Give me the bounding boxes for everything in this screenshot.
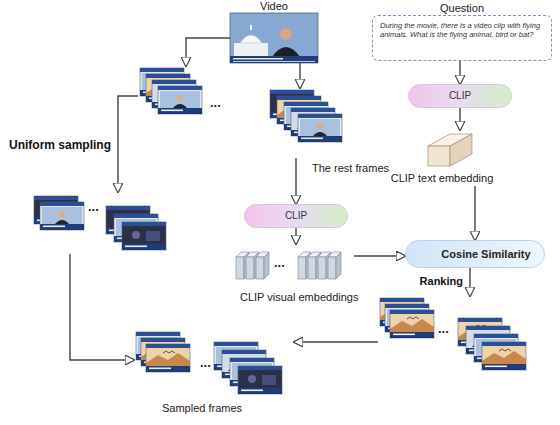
node-text: CLIP visual embeddings: [240, 291, 358, 304]
flow-arrow: [354, 255, 405, 256]
flow-arrow: [294, 341, 378, 342]
clip-encoder: CLIP: [408, 84, 512, 108]
edge-label: Ranking: [419, 275, 464, 288]
node-text: ...: [200, 356, 211, 369]
node-text: Sampled frames: [162, 402, 242, 415]
frame-stack: ...: [378, 296, 536, 374]
frame-stack: The rest frames: [266, 88, 362, 158]
flow-arrow: [295, 158, 296, 204]
video-frame: Video: [230, 13, 318, 63]
node-text: Video: [230, 0, 318, 12]
embedding-set: ...CLIP visual embeddings: [232, 244, 354, 288]
node-text: ...: [88, 200, 99, 213]
flow-arrow: [118, 96, 138, 192]
node-text: CLIP: [449, 90, 471, 102]
node-text: Cosine Similarity: [441, 248, 530, 261]
text-embedding: CLIP text embedding: [380, 130, 504, 186]
question-box: QuestionDuring the movie, there is a vid…: [372, 15, 552, 61]
node-text: ...: [274, 256, 285, 269]
flow-arrow: [186, 38, 230, 66]
frame-pile: [140, 68, 202, 114]
embedding-bars: [236, 252, 341, 279]
flow-arrow: [299, 63, 300, 88]
flow-arrow: [469, 268, 470, 296]
node-text: CLIP: [285, 210, 307, 222]
frame-stack: ...: [138, 66, 234, 128]
flow-arrow: [295, 228, 296, 244]
flow-arrow: [459, 61, 460, 84]
frame-pile: [270, 90, 342, 142]
flow-arrow: [474, 186, 475, 240]
node-text: ...: [210, 96, 221, 109]
heading-text: Question: [373, 2, 551, 14]
frame-pile: [34, 196, 166, 250]
edge-label: Uniform sampling: [8, 138, 112, 152]
clip-encoder: CLIP: [244, 204, 348, 228]
node-text: ...: [438, 322, 449, 335]
frame-pile: [136, 332, 282, 394]
flow-arrow: [70, 254, 134, 360]
frame-pile: [380, 298, 526, 370]
frame-stack: ...: [30, 192, 180, 254]
video-thumbnail: [230, 13, 318, 63]
similarity-pill: Cosine Similarity: [405, 240, 545, 268]
node-text: CLIP text embedding: [380, 172, 504, 185]
node-text: During the movie, there is a video clip …: [373, 16, 551, 44]
embedding-slab: [428, 134, 472, 166]
flow-arrow: [459, 108, 460, 130]
frame-stack: ...Sampled frames: [134, 330, 294, 398]
node-text: The rest frames: [312, 162, 389, 175]
